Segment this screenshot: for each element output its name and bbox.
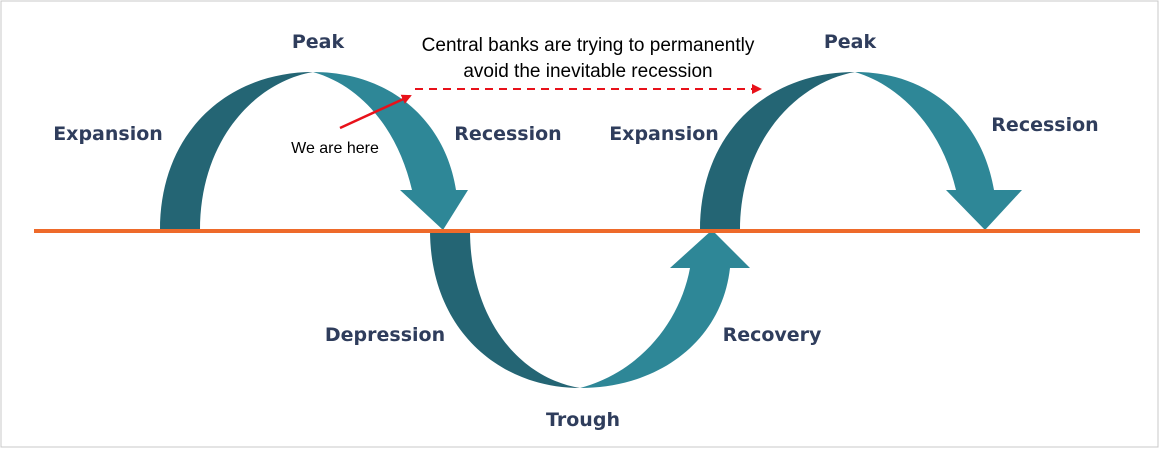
annotation-we-are-here: We are here	[291, 140, 379, 157]
label-peak-1: Peak	[292, 31, 345, 53]
we-are-here-arrow	[339, 94, 412, 130]
expansion-arrow-2	[700, 72, 855, 230]
annotation-central-banks-line1: Central banks are trying to permanently	[422, 35, 755, 56]
depression-arrow	[430, 230, 580, 388]
annotation-central-banks-line2: avoid the inevitable recession	[463, 61, 712, 82]
recession-arrow-1	[313, 72, 468, 230]
label-trough: Trough	[546, 409, 620, 431]
label-depression: Depression	[325, 324, 445, 346]
recovery-arrow	[580, 230, 750, 388]
label-expansion-1: Expansion	[53, 123, 163, 145]
label-peak-2: Peak	[824, 31, 877, 53]
label-recession-2: Recession	[991, 114, 1098, 136]
label-recession-1: Recession	[454, 123, 561, 145]
recession-arrow-2	[855, 72, 1022, 230]
label-expansion-2: Expansion	[609, 123, 719, 145]
expansion-arrow-1	[160, 72, 313, 230]
label-recovery: Recovery	[723, 324, 822, 346]
